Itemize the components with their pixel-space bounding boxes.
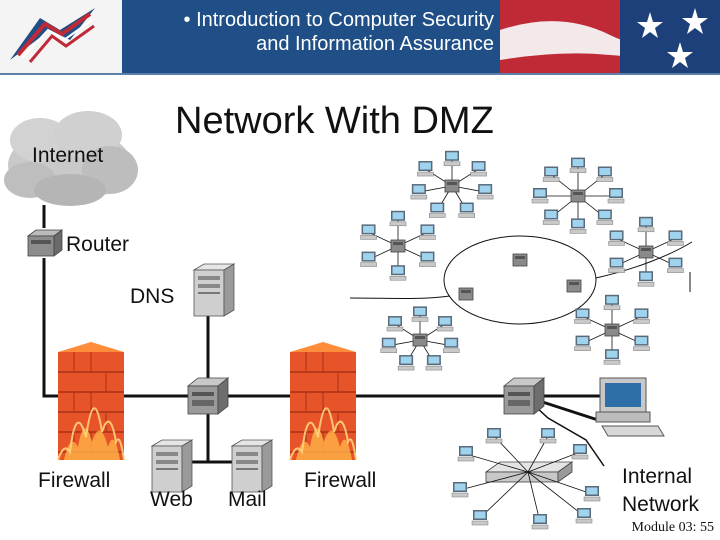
- workstation-small-icon: [574, 335, 591, 351]
- hub-icon: [390, 239, 406, 253]
- dmz-switch-icon: [187, 377, 229, 415]
- workstation-small-icon: [569, 218, 587, 234]
- workstation-small-icon: [637, 270, 655, 287]
- presentation-title: • Introduction to Computer Security and …: [183, 9, 494, 55]
- workstation-small-icon: [417, 160, 434, 177]
- internal-lan-ring: [349, 235, 693, 325]
- workstation-small-icon: [436, 315, 454, 332]
- hub-icon: [566, 279, 582, 293]
- workstation-small-icon: [542, 209, 560, 225]
- right-firewall-icon: [289, 341, 357, 461]
- workstation-icon: [595, 377, 665, 437]
- workstation-small-icon: [411, 306, 429, 322]
- hub-icon: [570, 189, 586, 203]
- workstation-small-icon: [360, 224, 377, 240]
- dns-label: DNS: [130, 285, 175, 308]
- workstation-small-icon: [443, 150, 461, 167]
- workstation-small-icon: [596, 166, 614, 182]
- workstation-small-icon: [633, 308, 650, 324]
- banner-divider: [0, 73, 720, 75]
- flag-logo: [0, 0, 122, 75]
- workstation-small-icon: [397, 354, 415, 371]
- internal-lan-clusters: [360, 150, 684, 371]
- internet-cloud-icon: [4, 111, 138, 206]
- banner-title-area: [122, 0, 500, 75]
- diagram-title: Network With DMZ: [175, 100, 494, 142]
- web-server-icon: [151, 439, 193, 493]
- router-icon: [26, 229, 64, 257]
- workstation-small-icon: [531, 187, 549, 204]
- workstation-small-icon: [607, 187, 625, 204]
- header-banner: • Introduction to Computer Security and …: [0, 0, 720, 75]
- workstation-small-icon: [569, 157, 587, 173]
- hub-icon: [512, 253, 528, 267]
- hub-icon: [412, 333, 428, 347]
- web-label: Web: [150, 488, 193, 511]
- right-firewall-label: Firewall: [304, 469, 377, 492]
- router-label: Router: [66, 233, 130, 256]
- workstation-small-icon: [470, 160, 487, 177]
- workstation-small-icon: [419, 251, 436, 267]
- workstation-small-icon: [637, 216, 655, 233]
- mail-server-icon: [231, 439, 273, 493]
- workstation-small-icon: [603, 348, 621, 365]
- mail-label: Mail: [228, 488, 267, 511]
- workstation-small-icon: [667, 257, 684, 273]
- workstation-small-icon: [380, 337, 398, 353]
- workstation-small-icon: [542, 166, 560, 182]
- slide-number: Module 03: 55: [631, 520, 714, 535]
- hub-icon: [604, 323, 620, 337]
- internal-switch-cluster: [451, 427, 601, 530]
- dns-server-icon: [193, 263, 235, 317]
- hub-icon: [444, 179, 460, 193]
- workstation-small-icon: [458, 202, 476, 218]
- workstation-small-icon: [608, 230, 625, 246]
- left-firewall-icon: [57, 341, 125, 461]
- internal-network-label: Internal Network: [622, 465, 700, 516]
- workstation-small-icon: [476, 183, 494, 200]
- workstation-small-icon: [386, 315, 404, 332]
- hub-icon: [638, 245, 654, 259]
- workstation-small-icon: [389, 210, 407, 227]
- workstation-small-icon: [442, 337, 460, 353]
- workstation-small-icon: [410, 183, 428, 200]
- workstation-small-icon: [360, 251, 377, 267]
- workstation-small-icon: [603, 294, 621, 311]
- flag-graphic: [500, 0, 720, 75]
- hub-icon: [458, 287, 474, 301]
- workstation-small-icon: [389, 264, 407, 281]
- workstation-small-icon: [574, 308, 591, 324]
- workstation-small-icon: [419, 224, 436, 240]
- workstation-small-icon: [608, 257, 625, 273]
- workstation-small-icon: [633, 335, 650, 351]
- workstation-small-icon: [596, 209, 614, 225]
- internet-label: Internet: [32, 144, 104, 167]
- workstation-small-icon: [428, 202, 446, 218]
- left-firewall-label: Firewall: [38, 469, 111, 492]
- workstation-small-icon: [425, 354, 443, 371]
- workstation-small-icon: [667, 230, 684, 246]
- internal-router-icon: [503, 377, 545, 415]
